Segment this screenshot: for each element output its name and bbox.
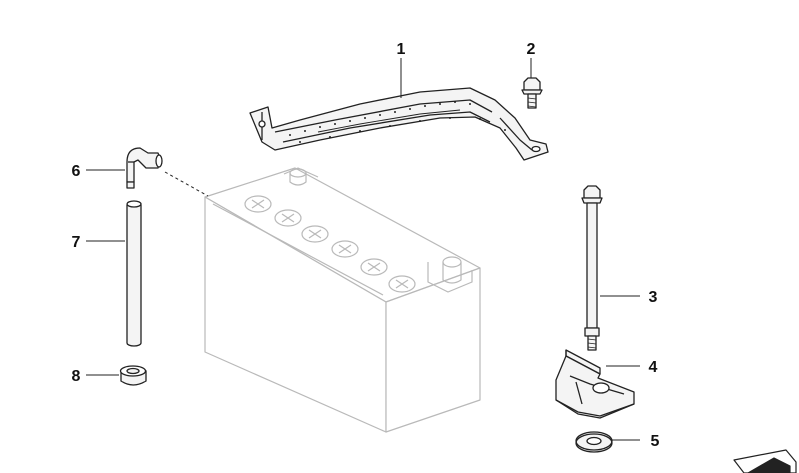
callout-2: 2: [527, 41, 536, 58]
part-5-washer: [575, 431, 613, 453]
part-4-clamp: [555, 349, 635, 419]
vent-dashed-line: [164, 171, 209, 197]
part-1-bracket: [249, 87, 549, 161]
callout-8: 8: [72, 368, 81, 385]
part-6-elbow: [126, 147, 163, 189]
arrow-tab-icon: [733, 449, 797, 473]
leader-lines: [86, 58, 640, 441]
cell-cap: [331, 240, 359, 258]
battery: [204, 167, 481, 433]
part-3-long-bolt: [581, 185, 603, 351]
cell-cap: [274, 209, 302, 227]
cell-cap: [244, 195, 272, 213]
cell-cap: [360, 258, 388, 276]
part-8-plug: [119, 365, 147, 386]
callout-4: 4: [649, 359, 658, 376]
callout-5: 5: [651, 433, 660, 450]
part-7-hose: [126, 200, 142, 347]
callout-1: 1: [397, 41, 406, 58]
callout-7: 7: [72, 234, 81, 251]
cell-cap: [388, 275, 416, 293]
cell-cap: [301, 225, 329, 243]
part-2-bolt: [521, 77, 543, 109]
callout-6: 6: [72, 163, 81, 180]
callout-3: 3: [649, 289, 658, 306]
